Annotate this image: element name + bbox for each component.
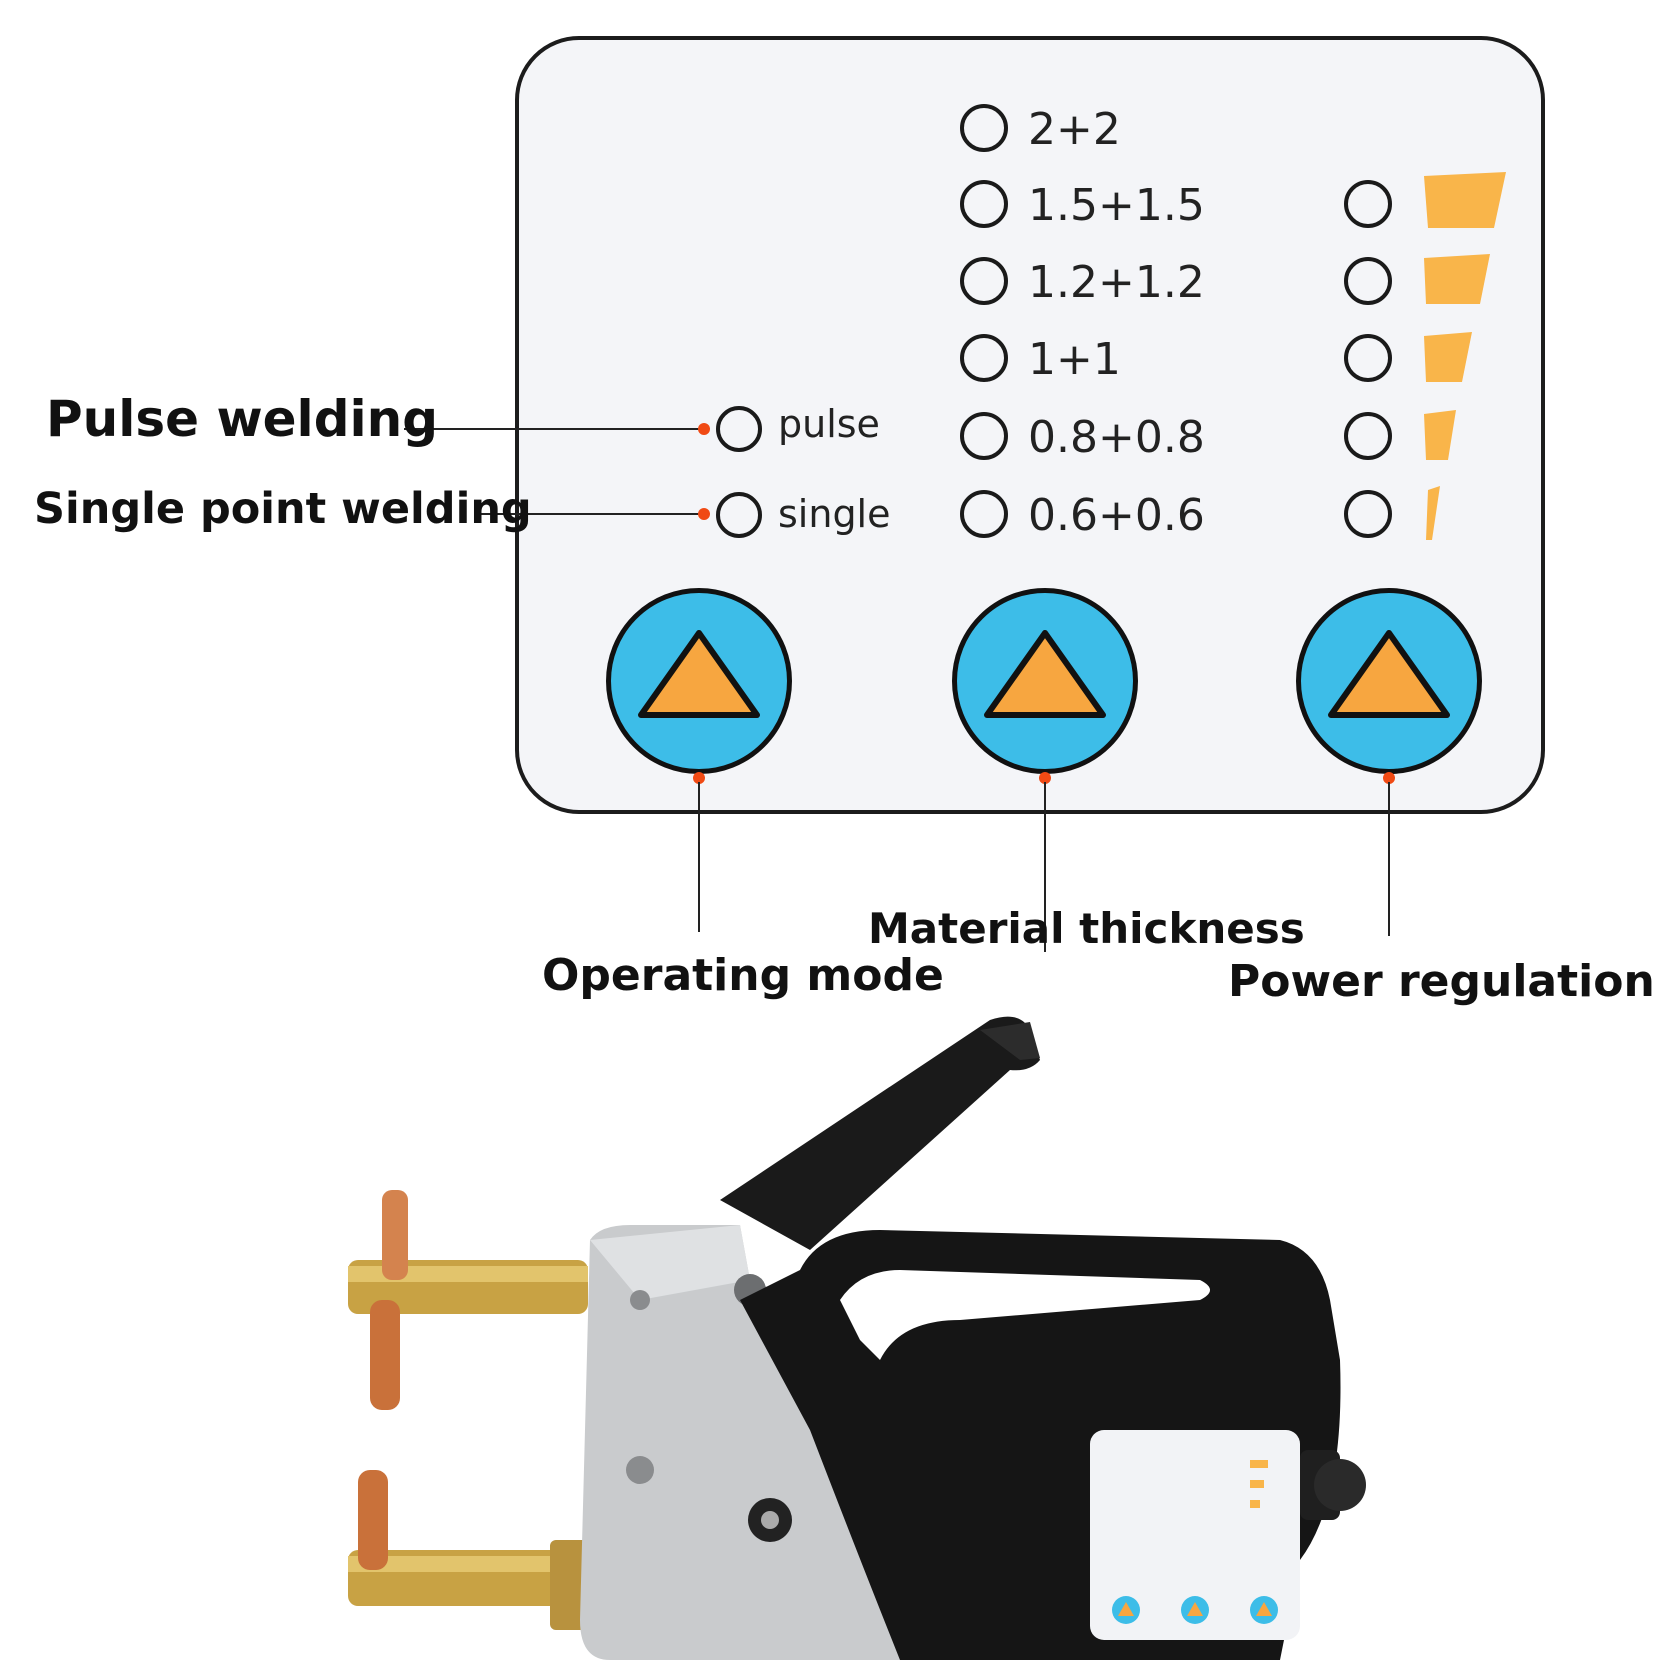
thickness-indicator-0.8 — [960, 412, 1008, 460]
thickness-label: 1+1 — [1028, 334, 1121, 385]
power-regulation-marker-dot — [1383, 772, 1395, 784]
power-regulation-leader-line — [1388, 782, 1390, 936]
operating-mode-callout: Operating mode — [542, 950, 944, 1001]
thickness-label: 0.8+0.8 — [1028, 412, 1205, 463]
spot-welding-gun-illustration — [348, 1016, 1366, 1660]
power-indicator-2 — [1344, 412, 1392, 460]
thickness-indicator-1.2 — [960, 257, 1008, 305]
pulse-indicator — [716, 406, 762, 452]
single-indicator — [716, 492, 762, 538]
thickness-label: 1.2+1.2 — [1028, 257, 1205, 308]
power-regulation-callout: Power regulation — [1228, 956, 1655, 1007]
thickness-indicator-1.5 — [960, 180, 1008, 228]
operating-mode-button[interactable] — [606, 588, 792, 774]
power-bar-1-icon — [1426, 486, 1440, 540]
thickness-label: 0.6+0.6 — [1028, 490, 1205, 541]
power-indicator-4 — [1344, 257, 1392, 305]
thickness-label: 2+2 — [1028, 104, 1121, 155]
material-thickness-button[interactable] — [952, 588, 1138, 774]
thickness-indicator-1 — [960, 334, 1008, 382]
up-arrow-icon — [638, 630, 760, 718]
operating-mode-marker-dot — [693, 772, 705, 784]
material-thickness-callout: Material thickness — [868, 904, 1305, 953]
single-marker-dot — [698, 508, 710, 520]
up-arrow-icon — [984, 630, 1106, 718]
single-leader-line — [476, 513, 704, 515]
power-bar-3-icon — [1424, 332, 1472, 382]
pulse-welding-callout: Pulse welding — [46, 390, 439, 448]
power-indicator-3 — [1344, 334, 1392, 382]
power-bar-5-icon — [1424, 172, 1506, 228]
pulse-label: pulse — [778, 402, 880, 446]
material-thickness-leader-line — [1044, 782, 1046, 952]
thickness-indicator-0.6 — [960, 490, 1008, 538]
pulse-marker-dot — [698, 423, 710, 435]
operating-mode-leader-line — [698, 782, 700, 932]
material-thickness-marker-dot — [1039, 772, 1051, 784]
power-regulation-button[interactable] — [1296, 588, 1482, 774]
single-point-welding-callout: Single point welding — [34, 484, 532, 534]
power-bar-2-icon — [1424, 410, 1456, 460]
thickness-label: 1.5+1.5 — [1028, 180, 1205, 231]
pulse-leader-line — [404, 428, 704, 430]
power-indicator-1 — [1344, 490, 1392, 538]
single-label: single — [778, 492, 891, 536]
power-indicator-5 — [1344, 180, 1392, 228]
power-bar-4-icon — [1424, 254, 1490, 304]
thickness-indicator-2 — [960, 104, 1008, 152]
up-arrow-icon — [1328, 630, 1450, 718]
